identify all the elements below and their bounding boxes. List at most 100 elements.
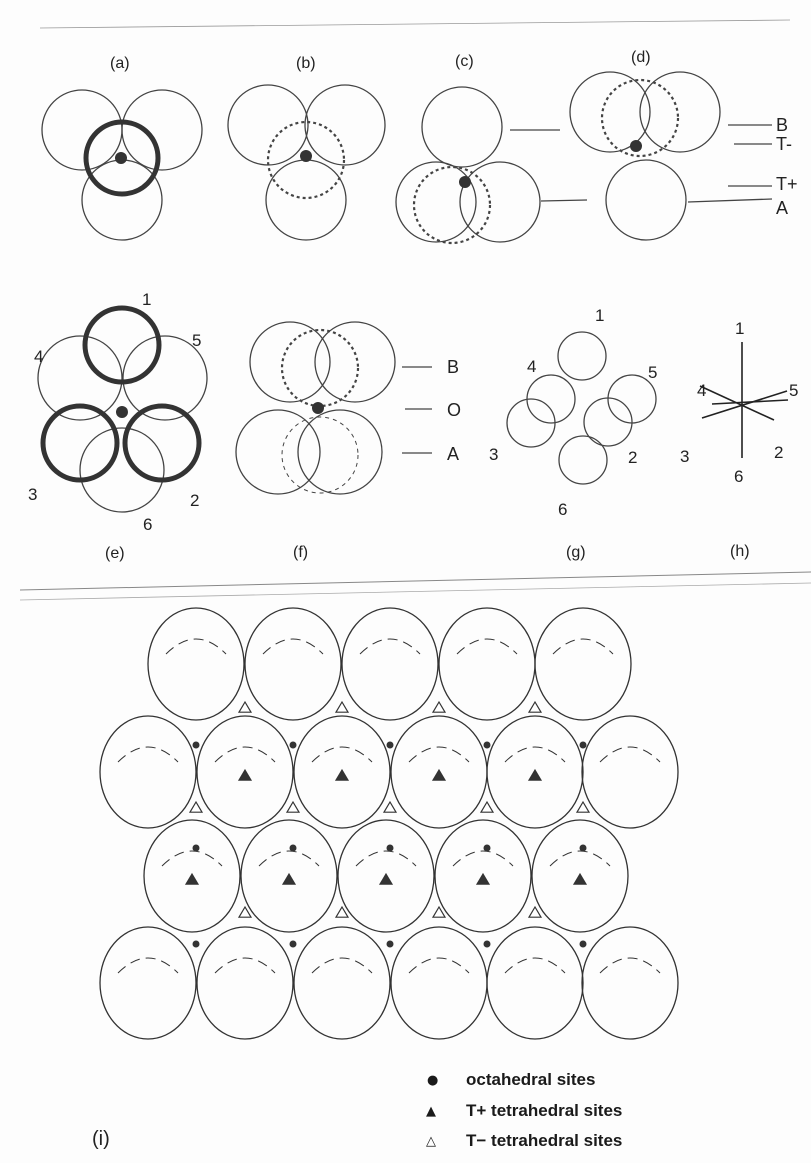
panel-c (395, 86, 588, 245)
layer-f-a: A (447, 444, 459, 464)
sphere-3 (99, 926, 197, 1040)
g-num-4: 4 (527, 357, 536, 376)
tplus-site (431, 768, 447, 781)
separator-line (19, 571, 811, 591)
legend-tminus: T− tetrahedral sites (466, 1131, 623, 1150)
separator-line-2 (19, 582, 811, 601)
upper-layer-arc (359, 638, 421, 655)
tplus-site (281, 872, 297, 885)
leader-line (540, 199, 588, 202)
e-num-1: 1 (142, 290, 151, 309)
tminus-site (237, 700, 253, 713)
tminus-site (237, 905, 253, 918)
octahedral-dot (300, 150, 312, 162)
tplus-site (237, 768, 253, 781)
upper-layer-arc (599, 746, 661, 763)
tminus-site (334, 700, 350, 713)
octahedral-site (579, 741, 587, 749)
sphere-1 (99, 715, 197, 829)
label-f: (f) (293, 544, 308, 561)
octahedral-site (289, 844, 297, 852)
h-num-2: 2 (774, 443, 783, 462)
g-num-6: 6 (558, 500, 567, 519)
tplus-site (527, 768, 543, 781)
tminus-site (431, 905, 447, 918)
upper-ball-2 (122, 403, 202, 483)
axis-4-2 (699, 385, 775, 421)
octahedral-site (289, 940, 297, 948)
legend-tplus: T+ tetrahedral sites (466, 1101, 623, 1120)
sphere-2 (143, 819, 241, 933)
sphere-2 (337, 819, 435, 933)
packing-panel-i (99, 607, 679, 1040)
top-edge-line (39, 19, 791, 29)
sphere-1 (581, 715, 679, 829)
label-b: (b) (296, 55, 316, 72)
upper-layer-arc (214, 957, 276, 974)
upper-layer-arc (311, 957, 373, 974)
h-num-4: 4 (697, 381, 706, 400)
e-num-3: 3 (28, 485, 37, 504)
g-num-5: 5 (648, 363, 657, 382)
sphere-2 (434, 819, 532, 933)
label-g: (g) (566, 544, 586, 561)
upper-layer-arc (117, 957, 179, 974)
octahedral-site (579, 940, 587, 948)
sphere-0 (341, 607, 439, 721)
panel-f (235, 321, 432, 495)
upper-layer-arc (552, 638, 614, 655)
e-num-6: 6 (143, 515, 152, 534)
layer-b: B (776, 115, 788, 135)
tminus-site (527, 700, 543, 713)
sphere-1 (196, 715, 294, 829)
upper-ball-3 (40, 403, 120, 483)
ball-numbers: 1 2 3 4 5 6 1 2 3 4 5 6 1 2 3 4 5 6 (28, 290, 798, 534)
octahedral-site (483, 940, 491, 948)
tminus-symbol-icon: △ (426, 1134, 436, 1149)
octahedral-dot (312, 402, 324, 414)
tminus-site (527, 905, 543, 918)
tminus-site (479, 800, 495, 813)
upper-layer-arc (408, 746, 470, 763)
panel-d (569, 71, 773, 241)
sphere-3 (486, 926, 584, 1040)
h-num-3: 3 (680, 447, 689, 466)
octahedral-dot (116, 406, 128, 418)
sphere-2 (531, 819, 629, 933)
panel-a (41, 89, 203, 241)
layer-f-b: B (447, 357, 459, 377)
upper-layer-arc (599, 957, 661, 974)
tplus-site (475, 872, 491, 885)
octahedral-dot (115, 152, 127, 164)
sphere-3 (581, 926, 679, 1040)
sphere-1 (293, 715, 391, 829)
tminus-site (334, 905, 350, 918)
upper-layer-arc (214, 746, 276, 763)
sphere-2 (240, 819, 338, 933)
octahedral-site (386, 741, 394, 749)
octahedral-site (192, 741, 200, 749)
tplus-site (334, 768, 350, 781)
tplus-site (378, 872, 394, 885)
octahedral-dot (459, 176, 471, 188)
tminus-site (285, 800, 301, 813)
panel-labels: (a) (b) (c) (d) (e) (f) (g) (h) (105, 49, 750, 562)
sphere-3 (293, 926, 391, 1040)
sphere-0 (534, 607, 632, 721)
sphere-0 (244, 607, 342, 721)
octahedral-site (386, 844, 394, 852)
upper-layer-arc (452, 850, 514, 867)
label-h: (h) (730, 543, 750, 560)
label-e: (e) (105, 545, 125, 562)
octahedral-dot (630, 140, 642, 152)
leader-line-a (687, 198, 773, 203)
dashed-ball (280, 328, 360, 408)
panel-e (37, 305, 208, 513)
octahedral-site (483, 844, 491, 852)
tminus-site (382, 800, 398, 813)
panel-g (506, 331, 657, 485)
sphere-1 (486, 715, 584, 829)
tplus-symbol-icon: ▲ (426, 1104, 436, 1119)
panel-h (699, 342, 789, 458)
